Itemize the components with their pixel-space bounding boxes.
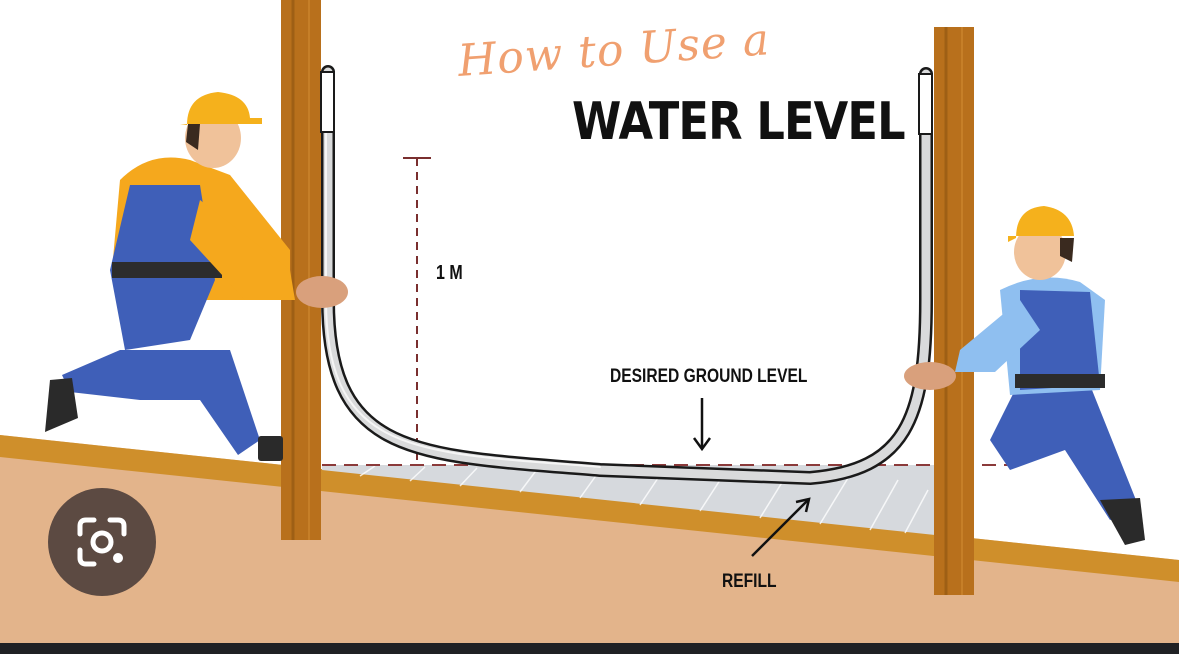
- ground-level-arrow: [692, 398, 712, 452]
- right-hose-tube-top: [918, 73, 933, 135]
- left-hose-tube-top: [320, 71, 335, 133]
- bottom-bar: [0, 643, 1179, 654]
- water-level-hose: [321, 65, 933, 486]
- google-lens-icon: [77, 517, 127, 567]
- height-label: 1 M: [436, 262, 463, 284]
- page-title: WATER LEVEL: [572, 92, 906, 152]
- right-worker: [904, 206, 1145, 545]
- google-lens-button[interactable]: [48, 488, 156, 596]
- left-worker: [45, 92, 348, 461]
- right-post: [934, 27, 974, 595]
- refill-arrow: [751, 497, 811, 557]
- desired-ground-level-label: DESIRED GROUND LEVEL: [610, 366, 808, 387]
- height-dimension-line: [403, 157, 431, 462]
- refill-label: REFILL: [722, 571, 777, 592]
